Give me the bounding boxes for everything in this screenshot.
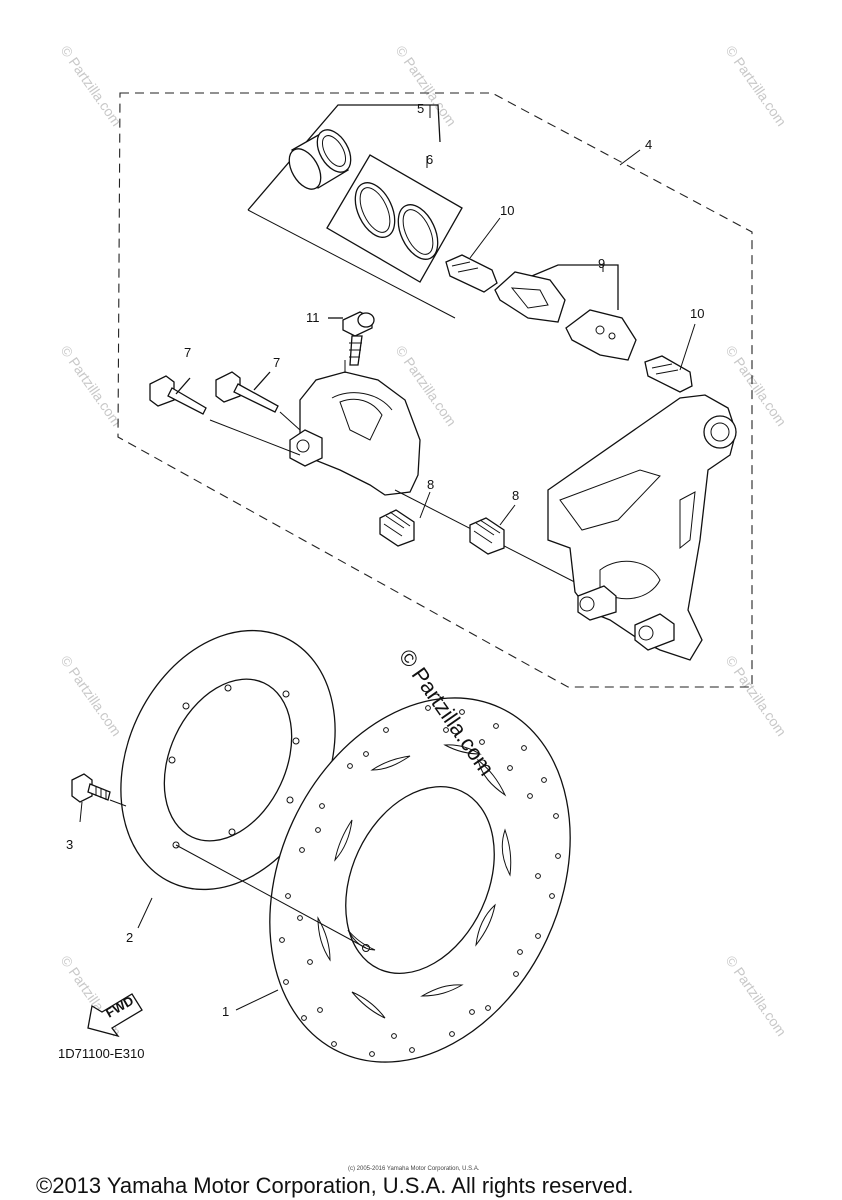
- watermark: © Partzilla.com: [723, 43, 790, 129]
- watermark: © Partzilla.com: [58, 343, 125, 429]
- part-8-boot-right: [469, 517, 505, 555]
- guide-line: [175, 844, 367, 949]
- callout-6: 6: [426, 152, 433, 167]
- callout-1: 1: [222, 1004, 229, 1019]
- part-2-disc-plate: [120, 629, 336, 891]
- caliper-assembly-boundary: [117, 92, 753, 688]
- part-10-shim-left: [445, 254, 498, 293]
- callout-2: 2: [126, 930, 133, 945]
- part-3-bolt: [71, 773, 111, 803]
- guide-line: [209, 419, 301, 456]
- callout-7-left: 7: [184, 345, 191, 360]
- fwd-arrow-icon: FWD: [87, 993, 143, 1038]
- watermark: © Partzilla.com: [393, 43, 460, 129]
- callout-10-left: 10: [500, 203, 514, 218]
- callout-8-right: 8: [512, 488, 519, 503]
- watermark: © Partzilla.com: [58, 653, 125, 739]
- callout-leaders: [79, 105, 696, 1011]
- part-11-bleed-screw: [328, 311, 375, 366]
- caliper-body: [289, 360, 421, 496]
- callout-11: 11: [306, 310, 320, 325]
- callout-10-right: 10: [690, 306, 704, 321]
- part-7-pin-left: [149, 375, 207, 415]
- part-7-pin-right: [215, 371, 279, 413]
- callout-4: 4: [645, 137, 652, 152]
- guide-line: [109, 799, 127, 807]
- diagram-code: 1D71100-E310: [58, 1046, 145, 1061]
- part-8-boot-left: [379, 509, 415, 547]
- watermark: © Partzilla.com: [723, 953, 790, 1039]
- caliper-bracket: [547, 394, 737, 661]
- callout-8-left: 8: [427, 477, 434, 492]
- guide-line: [279, 411, 301, 431]
- callout-9: 9: [598, 256, 605, 271]
- part-10-shim-right: [644, 355, 693, 393]
- part-5-piston: [247, 104, 441, 211]
- part-1-brake-disc: [269, 697, 571, 1063]
- callout-3: 3: [66, 837, 73, 852]
- part-9-brake-pads: [494, 264, 637, 361]
- watermark: © Partzilla.com: [723, 653, 790, 739]
- part-6-seals: [326, 154, 463, 283]
- small-copyright: (c) 2005-2016 Yamaha Motor Corporation, …: [348, 1166, 480, 1172]
- watermark: © Partzilla.com: [58, 43, 125, 129]
- watermark: © Partzilla.com: [723, 343, 790, 429]
- footer-copyright: ©2013 Yamaha Motor Corporation, U.S.A. A…: [36, 1173, 633, 1198]
- callout-5: 5: [417, 101, 424, 116]
- callout-7-right: 7: [273, 355, 280, 370]
